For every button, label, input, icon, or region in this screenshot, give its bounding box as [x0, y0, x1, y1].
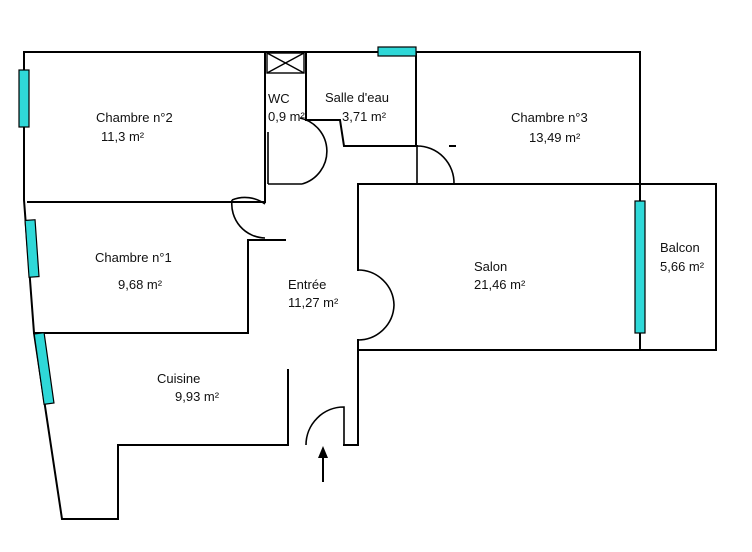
room-name: Chambre n°2	[96, 110, 173, 125]
door-entrance	[305, 406, 345, 446]
entrance-arrow-icon	[318, 446, 328, 482]
room-name: Entrée	[288, 277, 326, 292]
window-balcon	[634, 200, 646, 334]
room-area: 5,66 m²	[660, 259, 705, 274]
room-name: Chambre n°1	[95, 250, 172, 265]
doors	[230, 117, 455, 446]
room-area: 0,9 m²	[268, 109, 306, 124]
door-chambre-2	[230, 196, 266, 239]
room-name: WC	[268, 91, 290, 106]
room-area: 11,3 m²	[101, 129, 145, 144]
outer-wall-left	[23, 51, 289, 520]
wall-salon	[357, 183, 717, 351]
door-salle-eau	[416, 145, 455, 185]
room-name: Salle d'eau	[325, 90, 389, 105]
wall-salle-eau-bottom	[305, 119, 418, 147]
room-name: Cuisine	[157, 371, 200, 386]
room-area: 21,46 m²	[474, 277, 526, 292]
window-top	[377, 46, 417, 57]
room-area: 11,27 m²	[288, 295, 339, 310]
windows	[18, 46, 646, 406]
room-area: 13,49 m²	[529, 130, 581, 145]
vent-icon	[266, 52, 305, 74]
entrance-wall-right	[343, 349, 359, 446]
walls	[23, 51, 717, 520]
room-labels: Chambre n°2 11,3 m² WC 0,9 m² Salle d'ea…	[95, 90, 705, 404]
room-name: Salon	[474, 259, 507, 274]
door-wc	[267, 117, 328, 185]
window-cuisine	[33, 331, 55, 406]
room-name: Balcon	[660, 240, 700, 255]
window-chambre-1	[24, 219, 40, 278]
door-salon	[357, 269, 395, 341]
room-area: 9,68 m²	[118, 277, 163, 292]
room-area: 9,93 m²	[175, 389, 220, 404]
window-chambre-2	[18, 69, 30, 128]
outer-wall-top	[23, 51, 641, 185]
room-area: 3,71 m²	[342, 109, 387, 124]
room-name: Chambre n°3	[511, 110, 588, 125]
